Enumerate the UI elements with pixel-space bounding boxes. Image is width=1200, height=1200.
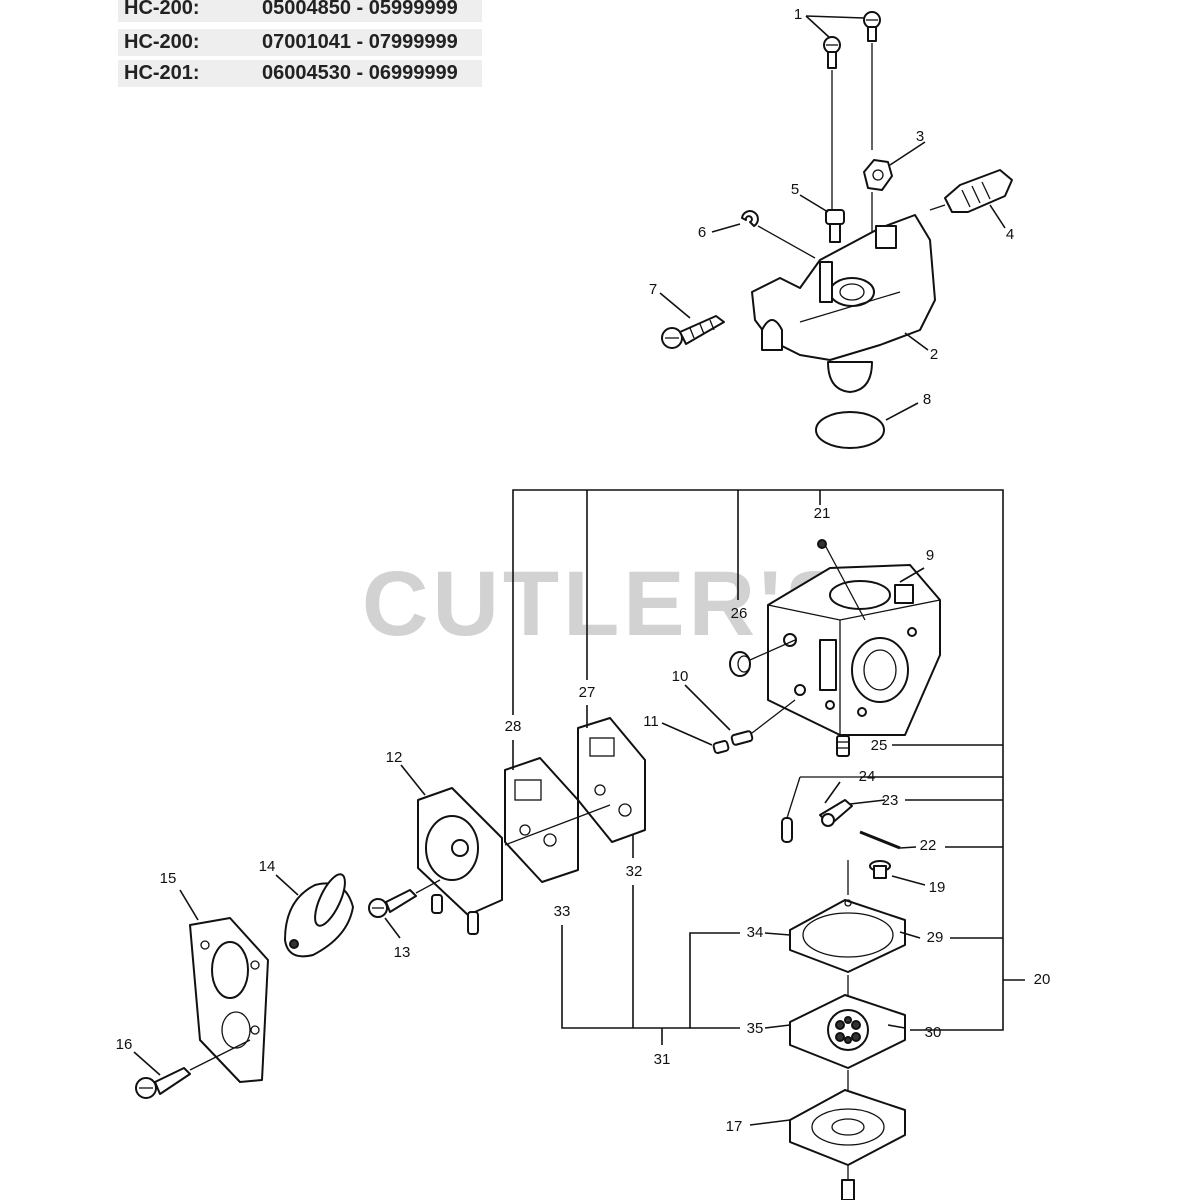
part-16-screw [135, 1039, 251, 1099]
callout-22: 22 [920, 837, 937, 854]
callout-28: 28 [505, 718, 522, 735]
part-19-screw [869, 860, 891, 879]
part-23-lever [819, 799, 853, 827]
lower-leaders [133, 567, 926, 1126]
serial-model: HC-200: [124, 0, 200, 19]
callout-11: 11 [643, 713, 659, 730]
callout-24: 24 [859, 768, 876, 785]
part-22-pin [859, 830, 901, 850]
upper-leaders [659, 15, 1006, 421]
serial-range: 06004530 - 06999999 [262, 62, 458, 84]
part-9-carburetor-body [767, 544, 941, 736]
callout-20: 20 [1034, 971, 1051, 988]
part-30-diaphragm [789, 975, 906, 1069]
callout-32: 32 [626, 863, 643, 880]
part-12-pump-body [417, 787, 503, 935]
callout-34: 34 [747, 924, 764, 941]
part-10-11-needle [712, 699, 796, 754]
callout-labels: 1 2 3 4 5 6 7 8 9 10 11 12 13 14 15 16 1… [116, 6, 1051, 1135]
part-5-pin [825, 209, 845, 243]
serial-model: HC-201: [124, 62, 200, 84]
part-13-screw [368, 879, 441, 918]
callout-3: 3 [916, 128, 924, 145]
part-4-adjuster [929, 169, 1013, 213]
part-1-screws [823, 11, 881, 215]
callout-19: 19 [929, 879, 946, 896]
callout-35: 35 [747, 1020, 764, 1037]
part-15-flange [189, 917, 269, 1083]
callout-33: 33 [554, 903, 571, 920]
serial-row: HC-201: 06004530 - 06999999 [118, 60, 482, 87]
part-17-cover [789, 1070, 906, 1166]
part-27-gasket [577, 717, 646, 843]
callout-27: 27 [579, 684, 596, 701]
serial-row: HC-200: 07001041 - 07999999 [118, 29, 482, 56]
part-8-o-ring [815, 411, 885, 449]
callout-17: 17 [726, 1118, 743, 1135]
callout-8: 8 [923, 391, 931, 408]
serial-range: 05004850 - 05999999 [262, 0, 458, 19]
callout-23: 23 [882, 792, 899, 809]
serial-row: HC-200: 05004850 - 05999999 [118, 0, 482, 22]
serial-range: 07001041 - 07999999 [262, 31, 458, 53]
assembly-bracket-lines [512, 489, 1025, 1045]
part-7-screw [661, 315, 725, 349]
callout-14: 14 [259, 858, 276, 875]
upper-assembly [661, 11, 1013, 449]
part-6-clip [741, 210, 816, 259]
part-14-primer-bulb [284, 873, 354, 958]
part-24-inlet-needle [781, 776, 860, 843]
part-29-gasket [789, 860, 906, 973]
callout-21: 21 [814, 505, 831, 522]
assembly-axis-line [504, 804, 611, 846]
callout-4: 4 [1006, 226, 1014, 243]
callout-6: 6 [698, 224, 706, 241]
watermark: CUTLER'S [362, 553, 851, 655]
callout-16: 16 [116, 1036, 133, 1053]
callout-1: 1 [794, 6, 802, 23]
callout-10: 10 [672, 668, 689, 685]
callout-31: 31 [654, 1051, 671, 1068]
callout-13: 13 [394, 944, 411, 961]
part-2-body [751, 214, 936, 393]
serial-model: HC-200: [124, 31, 200, 53]
callout-25: 25 [871, 737, 888, 754]
part-28-gasket [504, 757, 579, 883]
part-26-plug [729, 639, 796, 677]
callout-2: 2 [930, 346, 938, 363]
callout-12: 12 [386, 749, 403, 766]
callout-26: 26 [731, 605, 748, 622]
part-bottom-screw [841, 1165, 855, 1200]
callout-9: 9 [926, 547, 934, 564]
callout-29: 29 [927, 929, 944, 946]
part-25-spring [836, 735, 850, 757]
callout-7: 7 [649, 281, 657, 298]
serial-number-table: HC-200: 05004850 - 05999999 HC-200: 0700… [118, 0, 482, 91]
callout-30: 30 [925, 1024, 942, 1041]
callout-5: 5 [791, 181, 799, 198]
callout-15: 15 [160, 870, 177, 887]
part-21-ball [817, 539, 827, 549]
